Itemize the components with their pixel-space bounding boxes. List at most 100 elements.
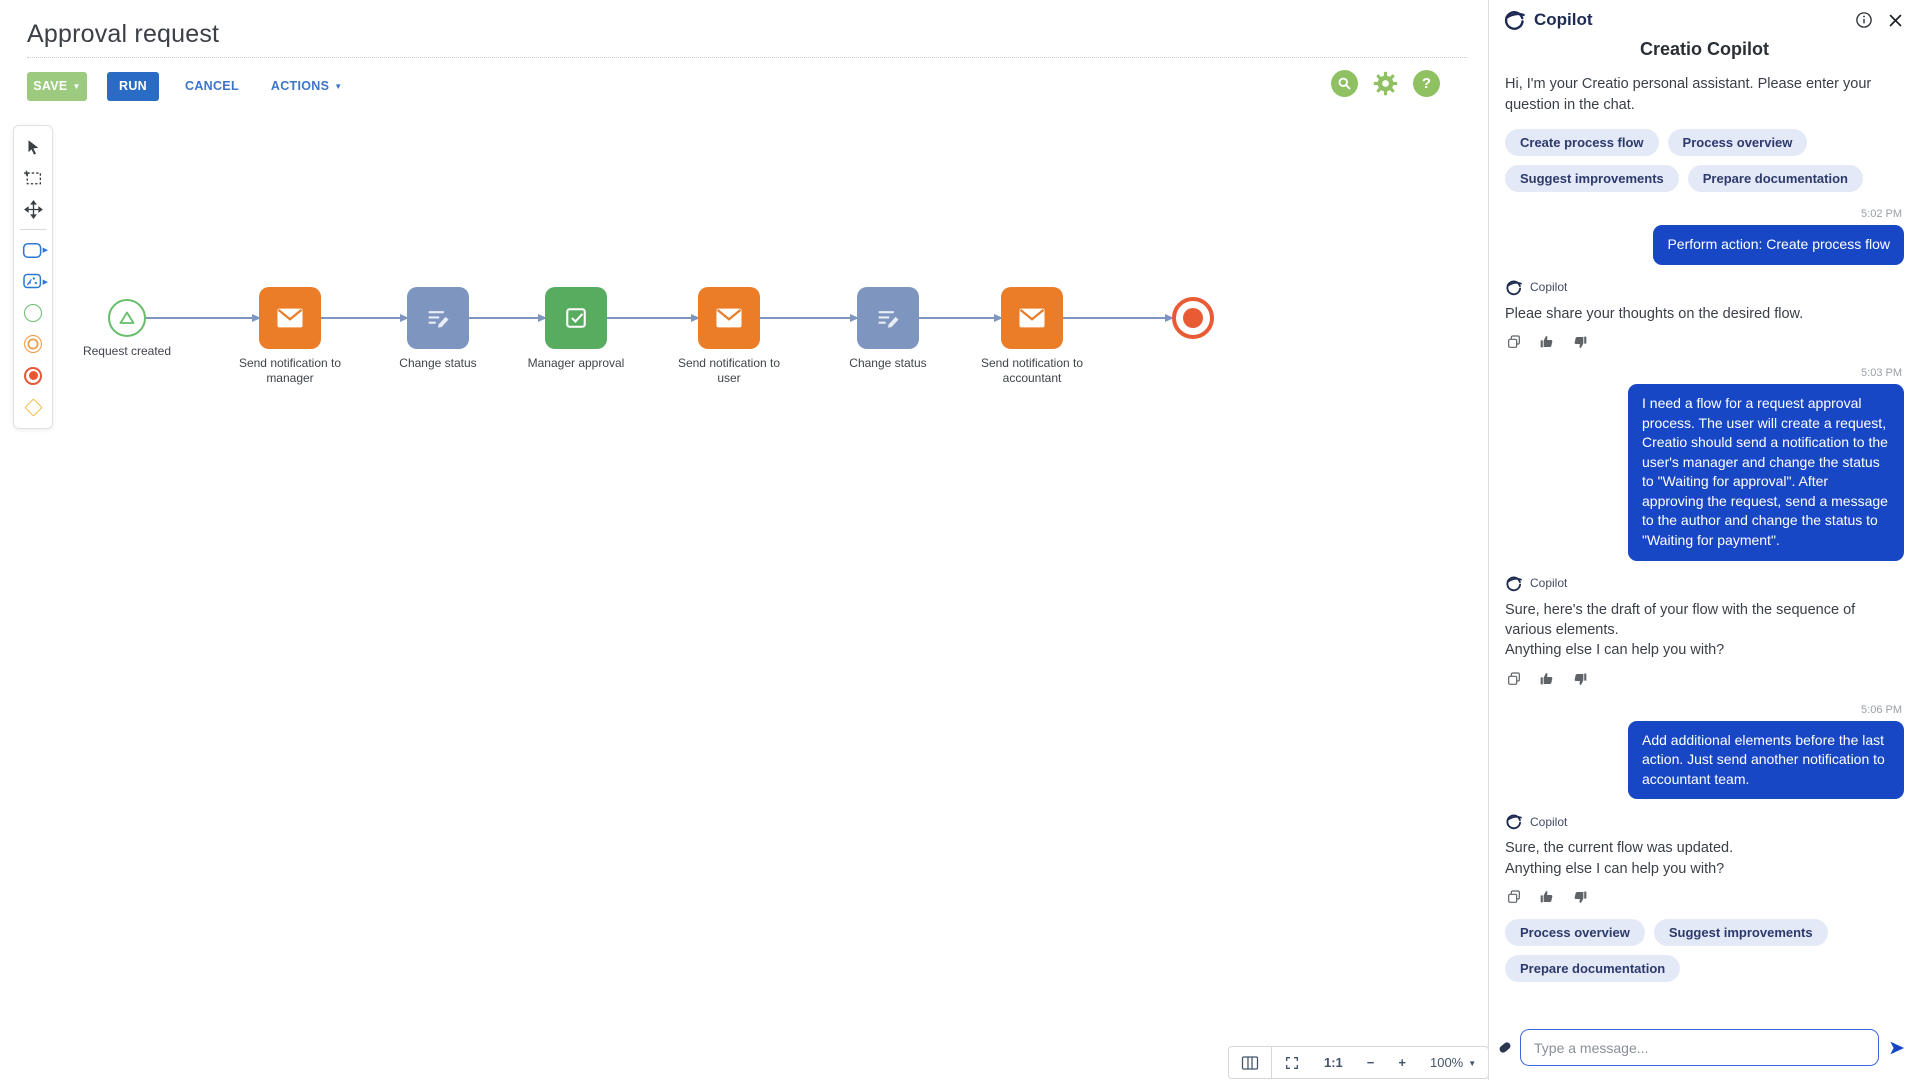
flow-connector[interactable]	[469, 314, 547, 322]
info-icon[interactable]	[1853, 9, 1875, 31]
copilot-header: Copilot	[1489, 0, 1920, 35]
thumbs-up-icon[interactable]	[1538, 670, 1556, 688]
message-actions	[1505, 333, 1904, 351]
message-actions	[1505, 888, 1904, 906]
process-designer: Approval request SAVE ▼ RUN CANCEL ACTIO…	[0, 0, 1488, 1080]
copilot-heading: Creatio Copilot	[1640, 39, 1769, 59]
chip-prepare-documentation[interactable]: Prepare documentation	[1687, 165, 1863, 193]
message-timestamp: 5:02 PM	[1861, 208, 1902, 221]
zoom-actual-size-button[interactable]: 1:1	[1324, 1055, 1343, 1070]
chip-prepare-documentation[interactable]: Prepare documentation	[1505, 954, 1681, 982]
intermediate-event-tool-icon[interactable]	[19, 331, 47, 358]
thumbs-up-icon[interactable]	[1538, 888, 1556, 906]
flow-node-label: Send notification to manager	[238, 356, 342, 385]
fit-to-screen-icon[interactable]	[1272, 1047, 1312, 1078]
email-icon	[1019, 308, 1045, 328]
help-icon[interactable]: ?	[1413, 70, 1440, 97]
bot-name-label: Copilot	[1530, 576, 1568, 591]
palette-divider	[20, 229, 46, 231]
start-event-node[interactable]	[108, 299, 146, 337]
zoom-in-button[interactable]: +	[1398, 1055, 1406, 1070]
flow-node-label: Change status	[849, 356, 927, 370]
canvas-zoom-bar: 1:1 − + 100% ▼	[1228, 1046, 1490, 1079]
edit-status-icon	[428, 311, 449, 328]
copy-icon[interactable]	[1505, 670, 1523, 688]
flow-node-send-notification-user[interactable]	[698, 287, 760, 349]
email-icon	[277, 308, 303, 328]
chip-suggest-improvements[interactable]: Suggest improvements	[1505, 165, 1679, 193]
approval-check-icon	[566, 308, 586, 328]
message-actions	[1505, 670, 1904, 688]
thumbs-down-icon[interactable]	[1571, 670, 1589, 688]
signal-triangle-icon	[119, 311, 135, 324]
caret-down-icon: ▼	[334, 82, 343, 91]
save-button[interactable]: SAVE ▼	[27, 71, 87, 101]
close-icon[interactable]	[1884, 9, 1906, 31]
flow-node-send-notification-accountant[interactable]	[1001, 287, 1063, 349]
bot-message: Sure, here's the draft of your flow with…	[1505, 601, 1856, 659]
canvas-utility-icons: ?	[1331, 70, 1440, 97]
zoom-level-dropdown[interactable]: 100% ▼	[1429, 1055, 1477, 1070]
message-input[interactable]	[1520, 1029, 1879, 1066]
page-title: Approval request	[27, 20, 220, 48]
pointer-tool-icon[interactable]	[19, 133, 47, 160]
end-event-node[interactable]	[1172, 297, 1214, 339]
bot-name-label: Copilot	[1530, 280, 1568, 295]
flow-connector[interactable]	[760, 314, 859, 322]
cancel-button[interactable]: CANCEL	[179, 72, 245, 101]
message-timestamp: 5:06 PM	[1861, 703, 1902, 716]
zoombar-divider	[1271, 1047, 1272, 1078]
send-icon[interactable]	[1888, 1039, 1906, 1057]
flow-node-label: Change status	[399, 356, 477, 370]
copilot-panel: Copilot Creatio Copilot Hi, I'm your Cre…	[1488, 0, 1920, 1080]
end-event-tool-icon[interactable]	[19, 362, 47, 389]
copilot-panel-title: Copilot	[1534, 10, 1593, 29]
pen-icon[interactable]	[1498, 1040, 1512, 1055]
caret-down-icon: ▼	[72, 82, 81, 91]
pan-move-tool-icon[interactable]	[19, 196, 47, 223]
caret-down-icon: ▼	[1468, 1058, 1477, 1068]
flow-node-send-notification-manager[interactable]	[259, 287, 321, 349]
creatio-logo-icon	[1506, 814, 1522, 830]
panels-view-icon[interactable]	[1229, 1047, 1271, 1078]
gateway-tool-icon[interactable]	[19, 394, 47, 421]
user-message: I need a flow for a request approval pro…	[1628, 383, 1904, 561]
flow-connector[interactable]	[1063, 314, 1174, 322]
copilot-chat: Hi, I'm your Creatio personal assistant.…	[1489, 60, 1920, 1019]
search-icon[interactable]	[1331, 70, 1358, 97]
copy-icon[interactable]	[1505, 333, 1523, 351]
marquee-select-tool-icon[interactable]	[19, 164, 47, 191]
settings-gear-icon[interactable]	[1372, 70, 1399, 97]
actions-menu-button[interactable]: ACTIONS ▼	[265, 72, 349, 101]
task-element-tool-icon[interactable]: ▶	[19, 236, 48, 263]
flow-node-change-status-1[interactable]	[407, 287, 469, 349]
creatio-logo-icon	[1504, 11, 1525, 30]
thumbs-up-icon[interactable]	[1538, 333, 1556, 351]
copy-icon[interactable]	[1505, 888, 1523, 906]
bot-message: Pleae share your thoughts on the desired…	[1505, 305, 1804, 322]
chip-suggest-improvements[interactable]: Suggest improvements	[1653, 918, 1828, 946]
smart-element-tool-icon[interactable]: ▶	[19, 268, 48, 295]
bot-message-header: Copilot	[1505, 813, 1904, 830]
user-message: Perform action: Create process flow	[1653, 225, 1904, 265]
flow-node-manager-approval[interactable]	[545, 287, 607, 349]
copilot-suggestion-chips: Create process flow Process overview Sug…	[1505, 129, 1904, 193]
chip-process-overview[interactable]: Process overview	[1505, 918, 1645, 946]
zoom-out-button[interactable]: −	[1366, 1055, 1375, 1070]
bot-name-label: Copilot	[1530, 814, 1568, 829]
flow-node-change-status-2[interactable]	[857, 287, 919, 349]
run-button[interactable]: RUN	[107, 71, 159, 101]
flow-connector[interactable]	[919, 314, 1003, 322]
element-palette: ▶ ▶	[13, 125, 53, 429]
message-timestamp: 5:03 PM	[1861, 366, 1902, 379]
start-event-tool-icon[interactable]	[19, 299, 47, 326]
flow-connector[interactable]	[146, 314, 261, 322]
thumbs-down-icon[interactable]	[1571, 333, 1589, 351]
chip-process-overview[interactable]: Process overview	[1667, 129, 1808, 157]
thumbs-down-icon[interactable]	[1571, 888, 1589, 906]
flow-connector[interactable]	[607, 314, 700, 322]
bot-message: Sure, the current flow was updated. Anyt…	[1505, 840, 1734, 877]
user-message: Add additional elements before the last …	[1628, 720, 1904, 800]
flow-connector[interactable]	[321, 314, 409, 322]
chip-create-process-flow[interactable]: Create process flow	[1505, 129, 1659, 157]
